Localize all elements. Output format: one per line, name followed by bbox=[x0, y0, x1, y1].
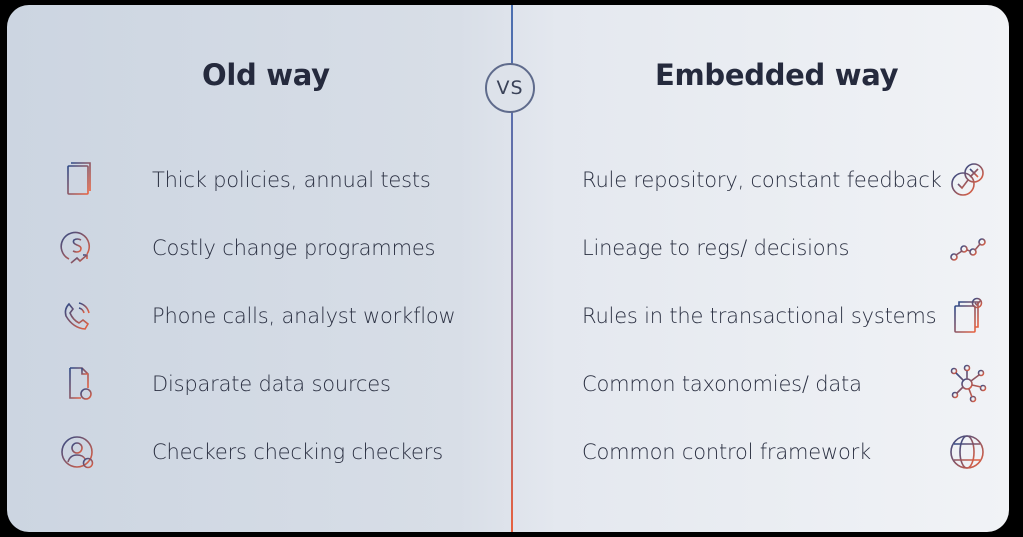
phone-call-icon bbox=[57, 296, 97, 336]
network-hub-icon bbox=[947, 364, 987, 404]
list-item-label: Common taxonomies/ data bbox=[582, 372, 862, 396]
list-item-label: Disparate data sources bbox=[152, 372, 391, 396]
list-item: Rules in the transactional systems bbox=[582, 296, 997, 336]
center-divider bbox=[511, 5, 513, 532]
embedded-way-panel: Embedded way Rule repository, constant f… bbox=[512, 5, 1009, 532]
list-item-label: Checkers checking checkers bbox=[152, 440, 443, 464]
globe-framework-icon bbox=[947, 432, 987, 472]
old-way-title: Old way bbox=[202, 58, 330, 92]
list-item-label: Costly change programmes bbox=[152, 236, 436, 260]
dollar-cost-icon bbox=[57, 228, 97, 268]
comparison-card: Old way Thick policies, annual tests bbox=[7, 5, 1009, 532]
check-cross-icon bbox=[947, 160, 987, 200]
embedded-way-title: Embedded way bbox=[655, 58, 899, 92]
list-item: Phone calls, analyst workflow bbox=[57, 296, 497, 336]
list-item: Common control framework bbox=[582, 432, 997, 472]
list-item: Disparate data sources bbox=[57, 364, 497, 404]
document-stack-check-icon bbox=[947, 296, 987, 336]
list-item: Rule repository, constant feedback bbox=[582, 160, 997, 200]
list-item-label: Phone calls, analyst workflow bbox=[152, 304, 456, 328]
list-item: Common taxonomies/ data bbox=[582, 364, 997, 404]
policy-book-icon bbox=[57, 160, 97, 200]
list-item: Costly change programmes bbox=[57, 228, 497, 268]
user-check-icon bbox=[57, 432, 97, 472]
lineage-nodes-icon bbox=[947, 228, 987, 268]
list-item: Thick policies, annual tests bbox=[57, 160, 497, 200]
list-item: Checkers checking checkers bbox=[57, 432, 497, 472]
document-question-icon bbox=[57, 364, 97, 404]
list-item-label: Lineage to regs/ decisions bbox=[582, 236, 850, 260]
list-item-label: Thick policies, annual tests bbox=[152, 168, 431, 192]
old-way-panel: Old way Thick policies, annual tests bbox=[7, 5, 512, 532]
list-item-label: Rules in the transactional systems bbox=[582, 304, 937, 328]
vs-badge: VS bbox=[485, 63, 535, 113]
list-item: Lineage to regs/ decisions bbox=[582, 228, 997, 268]
list-item-label: Rule repository, constant feedback bbox=[582, 168, 942, 192]
list-item-label: Common control framework bbox=[582, 440, 872, 464]
